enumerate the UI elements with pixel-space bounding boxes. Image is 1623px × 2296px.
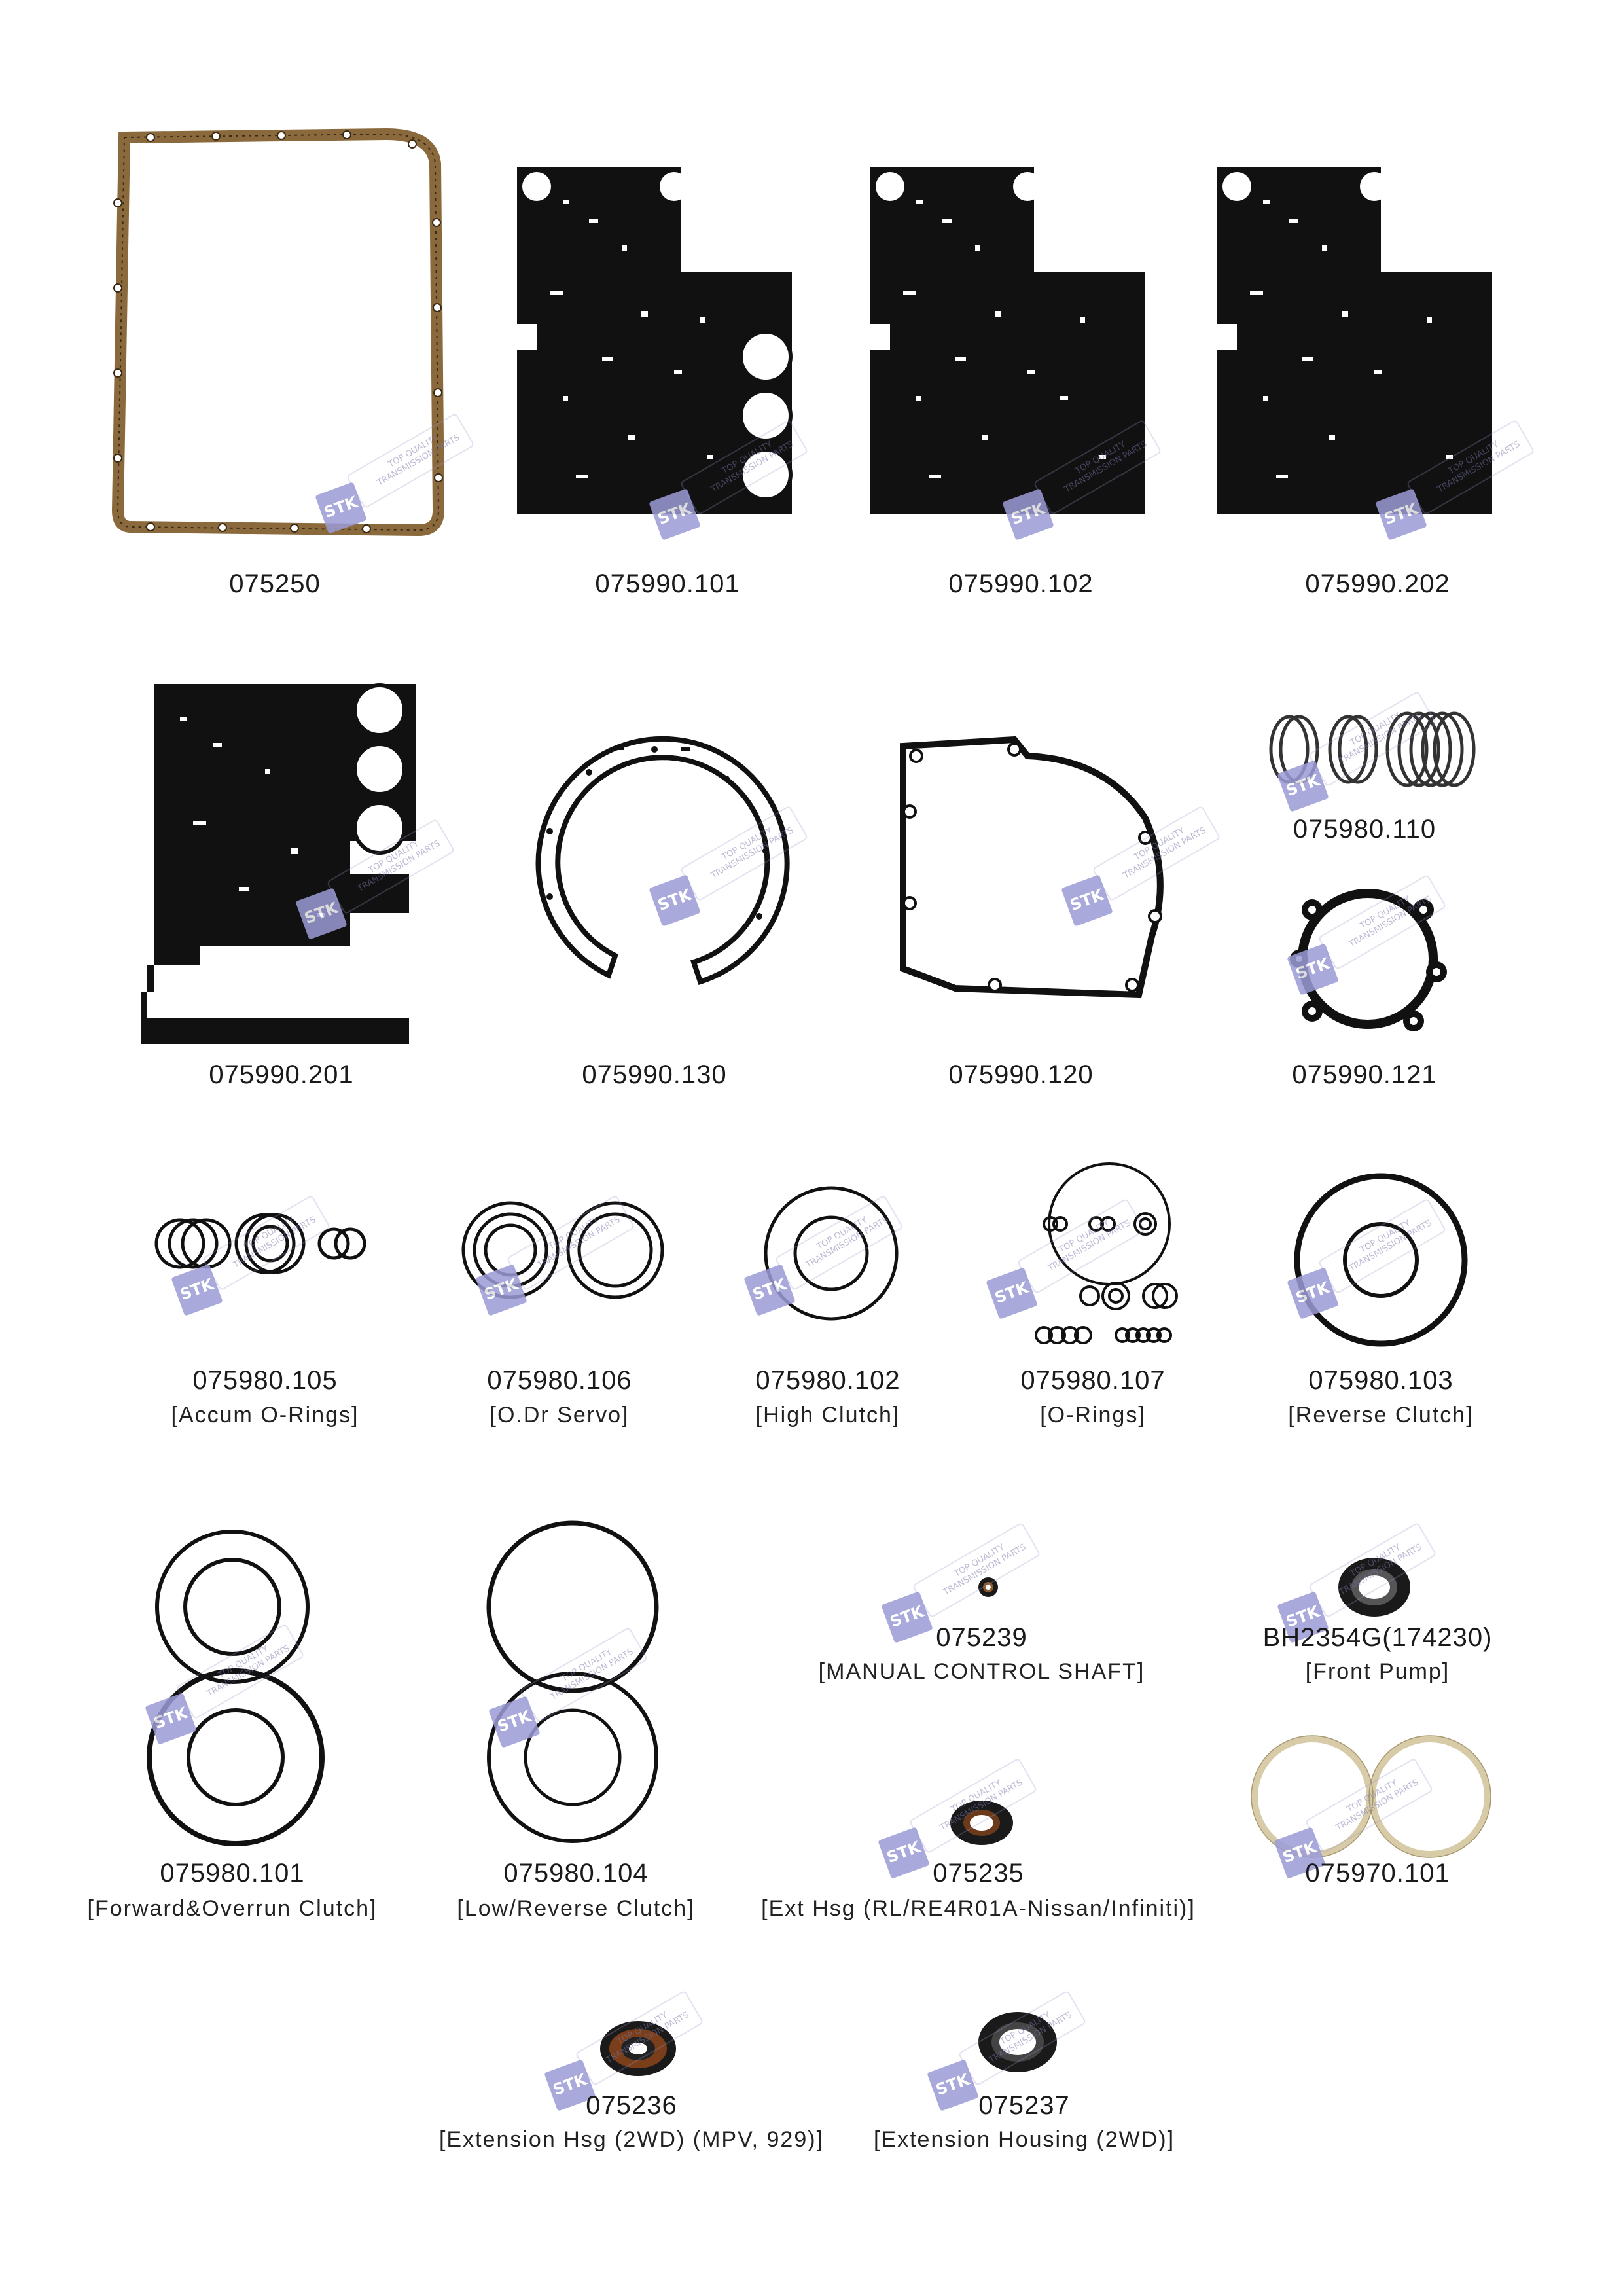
part-description: [Extension Hsg (2WD) (MPV, 929)]	[438, 2127, 825, 2152]
part-code: 075990.121	[1292, 1060, 1437, 1089]
part-code: BH2354G(174230)	[1262, 1623, 1493, 1652]
part-description: [O-Rings]	[1040, 1403, 1146, 1427]
o-rings-icon	[764, 1186, 899, 1321]
part-description: [High Clutch]	[755, 1403, 901, 1427]
o-rings-icon	[486, 1520, 659, 1843]
part-description: [Low/Reverse Clutch]	[457, 1896, 695, 1921]
part-description: [Front Pump]	[1305, 1659, 1450, 1684]
part-description: [Forward&Overrun Clutch]	[87, 1896, 378, 1921]
valve-body-gasket-icon	[141, 683, 416, 1044]
part-code: 075235	[933, 1859, 1024, 1888]
oil-seal-icon	[1338, 1558, 1410, 1617]
part-code: 075980.110	[1293, 815, 1436, 844]
oil-seal-icon	[600, 2021, 676, 2076]
part-code: 075980.107	[1020, 1366, 1166, 1395]
oil-seal-icon	[950, 1801, 1013, 1845]
split-ring-gasket-icon	[535, 736, 790, 986]
o-rings-icon	[147, 1530, 325, 1846]
part-code: 075990.201	[209, 1060, 354, 1089]
part-description: [Extension Housing (2WD)]	[873, 2127, 1175, 2152]
o-rings-icon	[1035, 1162, 1178, 1344]
case-gasket-icon	[900, 736, 1164, 999]
part-code: 075980.104	[503, 1859, 649, 1888]
valve-body-gasket-icon	[517, 167, 793, 514]
part-code: 075236	[586, 2091, 677, 2120]
part-code: 075250	[229, 569, 321, 598]
part-description: [Accum O-Rings]	[171, 1403, 359, 1427]
part-code: 075990.102	[948, 569, 1094, 598]
part-description: [Ext Hsg (RL/RE4R01A-Nissan/Infiniti)]	[761, 1896, 1196, 1921]
pan-gasket-icon	[111, 128, 445, 537]
part-description: [MANUAL CONTROL SHAFT]	[818, 1659, 1145, 1684]
part-code: 075239	[936, 1623, 1027, 1652]
part-description: [Reverse Clutch]	[1288, 1403, 1474, 1427]
part-code: 075237	[978, 2091, 1070, 2120]
o-rings-icon	[461, 1201, 664, 1299]
oil-seal-icon	[978, 2012, 1057, 2072]
part-code: 075990.120	[948, 1060, 1094, 1089]
oil-seal-icon	[978, 1577, 998, 1597]
valve-body-gasket-icon	[1217, 167, 1492, 514]
part-description: [O.Dr Servo]	[490, 1403, 630, 1427]
valve-body-gasket-icon	[870, 167, 1145, 514]
o-rings-icon	[154, 1213, 366, 1274]
part-code: 075990.101	[595, 569, 740, 598]
part-code: 075990.202	[1305, 569, 1450, 598]
o-rings-icon	[1294, 1173, 1468, 1347]
part-code: 075970.101	[1305, 1859, 1450, 1888]
part-code: 075980.102	[755, 1366, 901, 1395]
part-code: 075990.130	[582, 1060, 727, 1089]
part-code: 075980.105	[192, 1366, 338, 1395]
part-code: 075980.101	[160, 1859, 305, 1888]
part-code: 075980.106	[487, 1366, 632, 1395]
part-code: 075980.103	[1308, 1366, 1454, 1395]
